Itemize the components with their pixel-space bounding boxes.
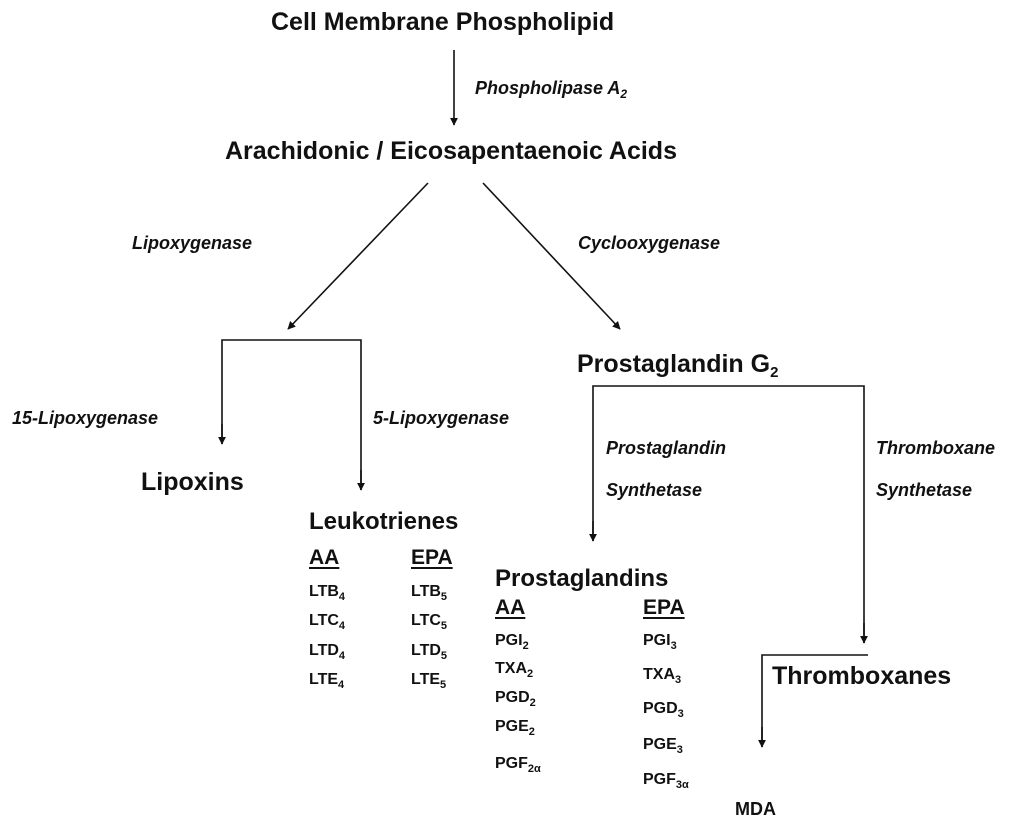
leukotriene-epa-item: LTE5 [411,671,447,691]
prostaglandin-epa-item: PGE3 [643,736,683,756]
prostaglandin-aa-item: PGF2α [495,755,541,775]
prostaglandin-aa-item: PGI2 [495,632,529,652]
prostaglandin-aa-item: PGE2 [495,718,535,738]
enzyme-thromboxane-synthetase-line1: Thromboxane [876,438,996,458]
node-prostaglandin-g2: Prostaglandin G2 [577,350,779,381]
arrow-lipoxygenase [287,182,429,330]
prostaglandin-epa-item: PGF3α [643,771,689,791]
prostaglandin-aa-item: TXA2 [495,660,534,680]
enzyme-prostaglandin-synthetase-line1: Prostaglandin [606,438,727,458]
arrow-cyclooxygenase [482,182,621,330]
prostaglandin-epa-item: TXA3 [643,666,682,686]
pgg2-branch-bar [592,385,865,643]
enzyme-15-lipoxygenase: 15-Lipoxygenase [12,408,159,428]
thromboxane-mda-bar [761,654,868,747]
enzyme-lipoxygenase: Lipoxygenase [132,233,253,253]
node-leukotrienes: Leukotrienes [309,508,459,535]
node-cell-membrane-phospholipid: Cell Membrane Phospholipid [271,8,615,36]
prostaglandin-aa-item: PGD2 [495,689,536,709]
leukotriene-aa-item: LTE4 [309,671,345,691]
enzyme-thromboxane-synthetase-line2: Synthetase [876,480,973,500]
leukotriene-aa-item: LTD4 [309,642,346,662]
leukotrienes-aa-heading: AA [309,546,340,569]
leukotriene-epa-item: LTD5 [411,642,448,662]
leukotriene-epa-item: LTC5 [411,612,448,632]
leukotriene-epa-item: LTB5 [411,583,448,603]
leukotriene-aa-item: LTC4 [309,612,346,632]
node-mda: MDA [735,799,776,819]
node-prostaglandins: Prostaglandins [495,565,669,592]
leukotriene-aa-item: LTB4 [309,583,346,603]
node-arachidonic-eicosapentaenoic-acids: Arachidonic / Eicosapentaenoic Acids [225,137,677,165]
node-thromboxanes: Thromboxanes [772,662,952,690]
enzyme-prostaglandin-synthetase-line2: Synthetase [606,480,703,500]
enzyme-5-lipoxygenase: 5-Lipoxygenase [373,408,510,428]
enzyme-phospholipase-a2: Phospholipase A2 [475,78,628,101]
node-lipoxins: Lipoxins [141,468,244,496]
prostaglandin-epa-item: PGI3 [643,632,677,652]
enzyme-cyclooxygenase: Cyclooxygenase [578,233,721,253]
prostaglandin-epa-item: PGD3 [643,700,684,720]
prostaglandins-epa-heading: EPA [643,596,685,619]
leukotrienes-epa-heading: EPA [411,546,453,569]
lipoxygenase-branch-bar [221,339,362,490]
prostaglandins-aa-heading: AA [495,596,526,619]
